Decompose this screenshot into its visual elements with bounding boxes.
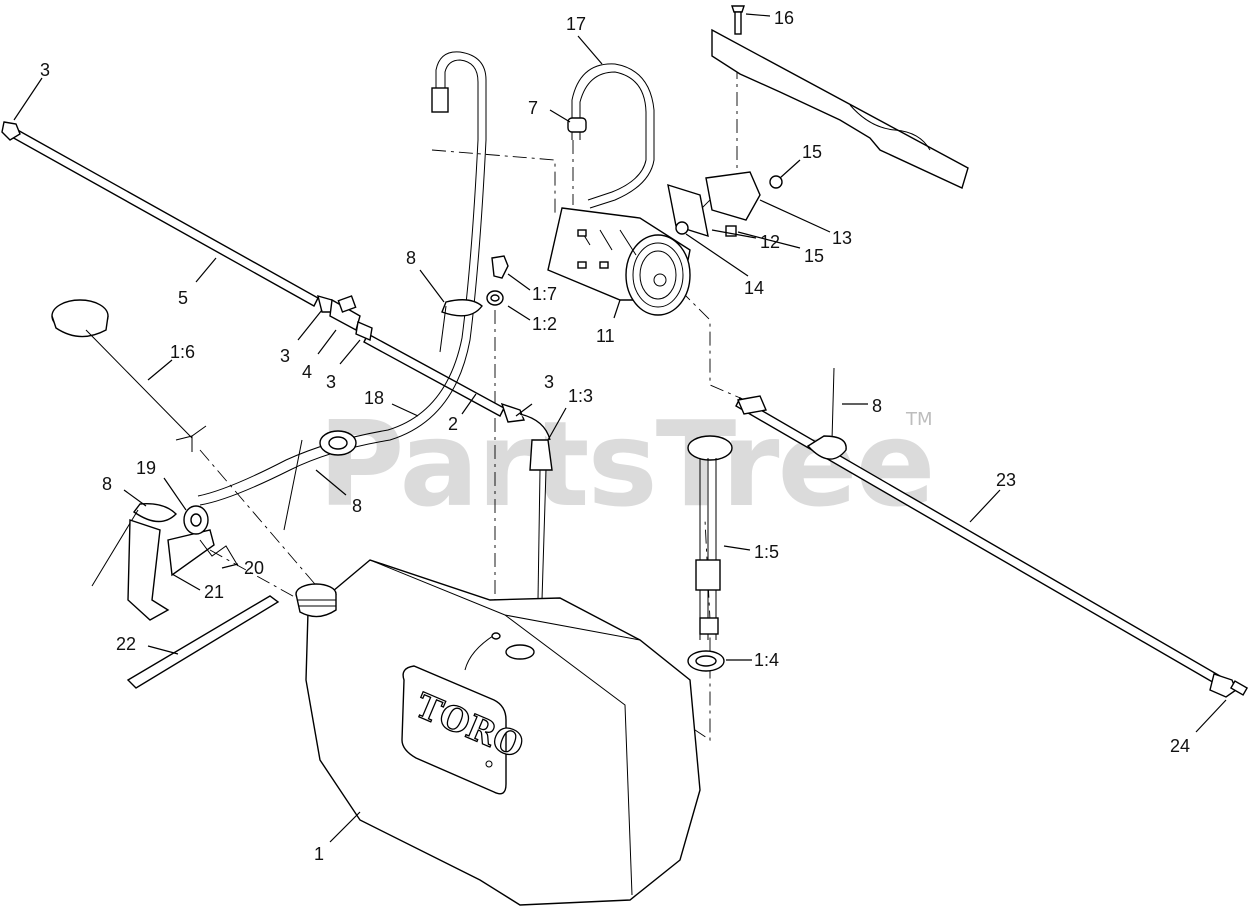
canister-part-11: [547, 207, 691, 316]
callout-8-right: 8: [872, 396, 882, 416]
hose-part-2: [363, 333, 505, 417]
leader-lines: [13, 13, 1227, 843]
bushing-part-19: [183, 505, 209, 535]
callout-1-6: 1:6: [170, 342, 195, 362]
callout-17: 17: [566, 14, 586, 34]
bracket-part-13: [705, 171, 761, 221]
callout-3-tank-hose: 3: [544, 372, 554, 392]
cable-tie-part-8-right: [806, 367, 847, 460]
grommet-on-tube: [319, 430, 357, 456]
callout-15-upper: 15: [802, 142, 822, 162]
fitting-part-3-top-left: [1, 121, 21, 141]
callout-4: 4: [302, 362, 312, 382]
callout-23: 23: [996, 470, 1016, 490]
rod-part-22: [126, 595, 280, 689]
callout-21: 21: [204, 582, 224, 602]
callout-11: 11: [596, 326, 615, 346]
nut-part-15-lower: [725, 225, 737, 237]
callout-1-3: 1:3: [568, 386, 593, 406]
tank-filler-neck: [295, 583, 337, 618]
bracket-part-16-rail: [711, 28, 969, 189]
screw-part-14: [675, 221, 689, 235]
callout-16: 16: [774, 8, 794, 28]
grommet-part-1-4: [687, 650, 725, 672]
clip-part-20: [199, 539, 239, 567]
nut-part-15-upper: [769, 175, 783, 189]
screw-part-16: [731, 5, 745, 35]
callout-8-left: 8: [102, 474, 112, 494]
rod-part-23: [735, 395, 1221, 685]
callout-24: 24: [1170, 736, 1190, 756]
fitting-part-3-near-tank-hose: [500, 402, 551, 441]
callout-1-2: 1:2: [532, 314, 557, 334]
callout-13: 13: [832, 228, 852, 248]
callout-7: 7: [528, 98, 538, 118]
hose-part-17: [571, 63, 655, 209]
callout-1-7: 1:7: [532, 284, 557, 304]
callout-5: 5: [178, 288, 188, 308]
cap-part-1-6: [51, 299, 207, 452]
callout-12: 12: [760, 232, 780, 252]
callout-1-4: 1:4: [754, 650, 779, 670]
callout-3-top-left: 3: [40, 60, 50, 80]
callout-8-pipe: 8: [406, 248, 416, 268]
trademark-mark: TM: [905, 409, 933, 430]
valve-part-4: [317, 294, 373, 341]
callout-15-lower: 15: [804, 246, 824, 266]
pickup-tube-part-1-5: [687, 435, 733, 640]
elbow-part-1-7: [491, 255, 509, 279]
hose-part-5: [9, 127, 319, 307]
callout-1: 1: [314, 844, 324, 864]
callout-18: 18: [364, 388, 384, 408]
callout-3-valve-left: 3: [280, 346, 290, 366]
tube-part-18: [197, 51, 487, 506]
callout-14: 14: [744, 278, 764, 298]
callout-3-valve-right: 3: [326, 372, 336, 392]
callout-19: 19: [136, 458, 156, 478]
bracket-part-21: [127, 519, 215, 621]
callout-8-hose: 8: [352, 496, 362, 516]
callout-20: 20: [244, 558, 264, 578]
cable-tie-part-8-pipe: [439, 299, 483, 353]
cable-tie-part-8-hose: [283, 439, 303, 531]
callout-1-5: 1:5: [754, 542, 779, 562]
callout-labels: 3 5 3 4 3 1:6 8 18 2 3 1:3 8 19 8 20 21 …: [40, 8, 1190, 864]
callout-22: 22: [116, 634, 136, 654]
clamp-part-7: [567, 117, 587, 133]
fitting-part-24: [1209, 673, 1249, 698]
fuel-tank-part-1: TORO: [295, 559, 701, 906]
sender-part-1-3: [529, 439, 553, 601]
grommet-part-1-2: [486, 290, 504, 306]
callout-2: 2: [448, 414, 458, 434]
